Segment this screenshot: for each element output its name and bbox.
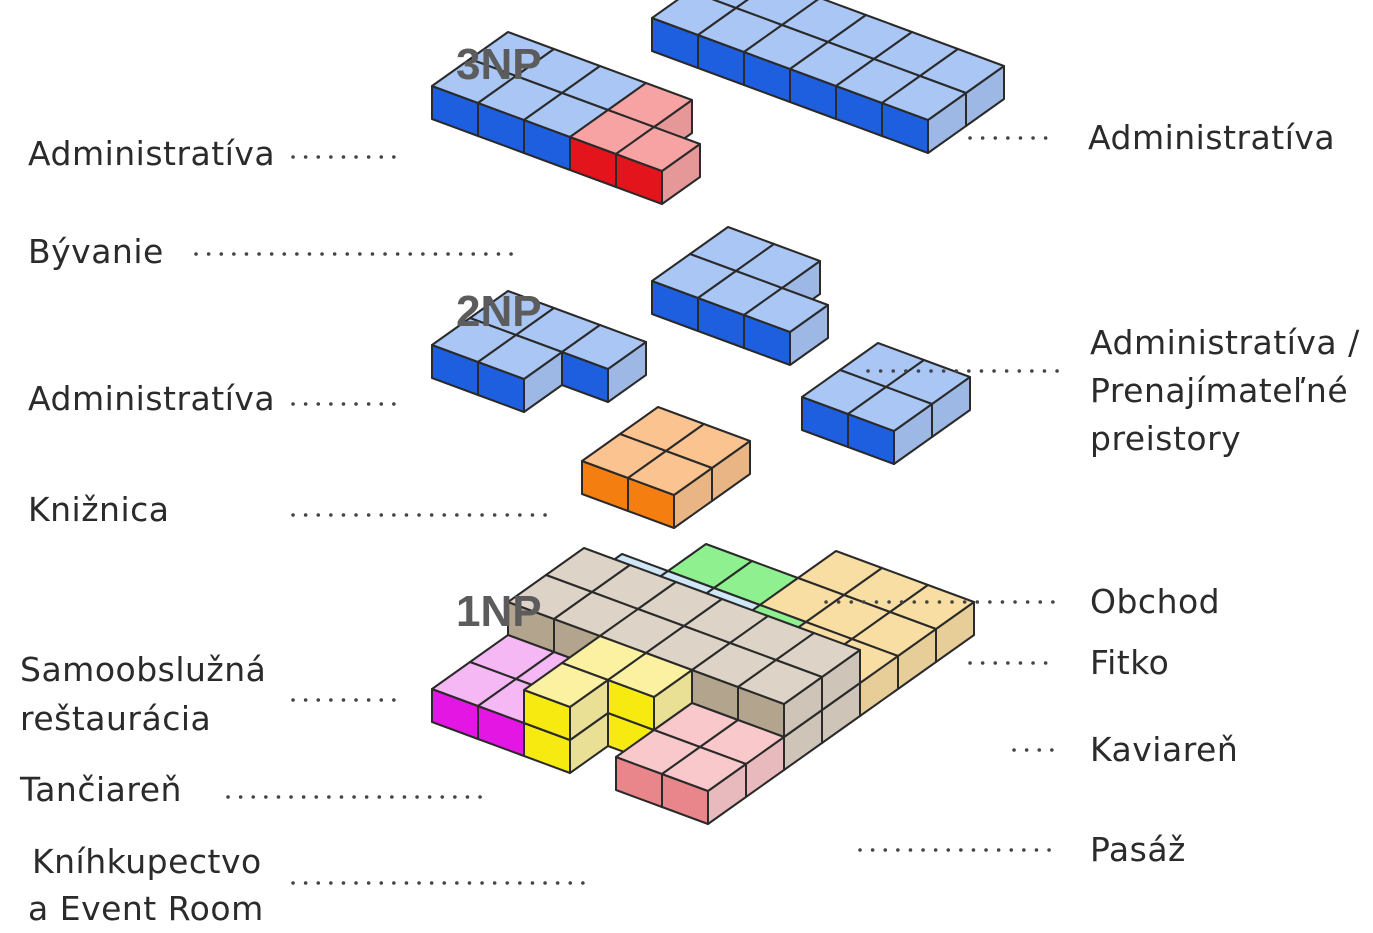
label-admin-rent-line3: preistory (1090, 419, 1242, 458)
label-admin-rent-line2: Prenajímateľné (1090, 371, 1349, 410)
block-2np-right-bottom-cube-3-top (847, 386, 933, 432)
block-1np-cube-43-top (607, 652, 693, 698)
floor-title-3np: 3NP (456, 40, 542, 89)
label-tanciaren: Tančiareň (20, 770, 182, 809)
label-administrativa-3np-left: Administratíva (28, 134, 276, 173)
floor-title-2np: 2NP (456, 287, 542, 336)
block-1np-cube-37-top (737, 659, 823, 705)
block-1np-cube-49-top (523, 662, 609, 708)
label-samoobsluzna-line2: reštaurácia (20, 699, 212, 738)
block-2np-right-top-cube-4-top (743, 287, 829, 333)
label-knihkupectvo-line2: a Event Room (28, 889, 264, 928)
label-pasaz: Pasáž (1090, 830, 1186, 869)
block-2np-left-cube-2-top (561, 324, 647, 370)
block-1np-cube-51-top (661, 746, 747, 792)
label-obchod: Obchod (1090, 582, 1221, 621)
label-knihkupectvo-line1: Kníhkupectvo (32, 842, 262, 881)
block-3np-left-cube-8-top (615, 126, 701, 172)
label-kaviaren: Kaviareň (1090, 730, 1239, 769)
label-samoobsluzna-line1: Samoobslužná (20, 650, 267, 689)
floor-title-1np: 1NP (456, 587, 542, 636)
label-administrativa-2np-left: Administratíva (28, 379, 276, 418)
label-admin-rent-line1: Administratíva / (1090, 323, 1360, 362)
label-fitko: Fitko (1090, 643, 1170, 682)
block-3np-right-cube-11-top (881, 75, 967, 121)
label-kniznica: Knižnica (28, 490, 170, 529)
label-byvanie: Bývanie (28, 232, 164, 271)
block-2np-kniznica-cube-3-top (627, 450, 713, 496)
block-2np-left-cube-4-top (477, 334, 563, 380)
label-administrativa-3np-right: Administratíva (1088, 118, 1336, 157)
